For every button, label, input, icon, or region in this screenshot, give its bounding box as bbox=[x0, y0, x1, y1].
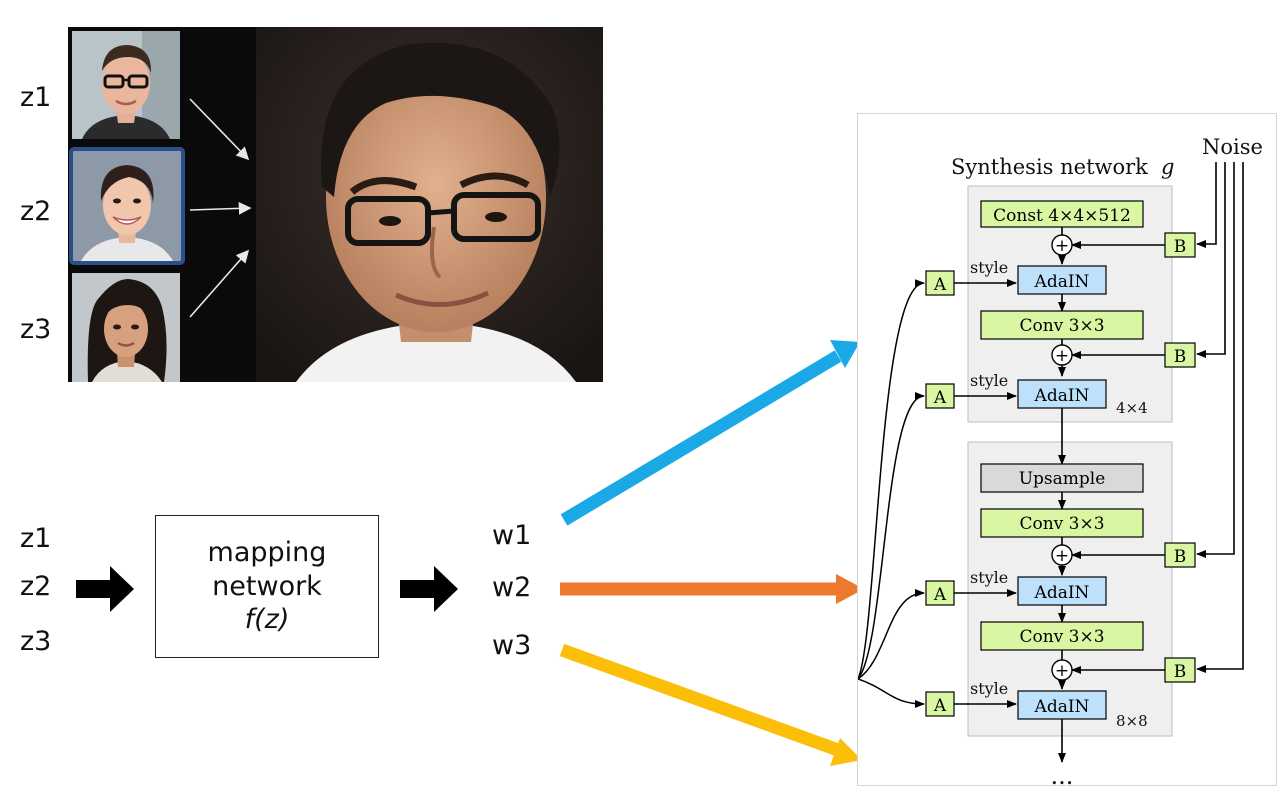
conv-label-2: Conv 3×3 bbox=[1019, 514, 1104, 534]
photo-label-z1: z1 bbox=[20, 82, 52, 113]
adain-label-1: AdaIN bbox=[1034, 272, 1090, 292]
style-fan-lines bbox=[857, 279, 925, 708]
b-label-4: B bbox=[1174, 662, 1187, 682]
photo-label-z2: z2 bbox=[20, 196, 52, 227]
conv-blocks bbox=[980, 310, 1144, 651]
b-label-2: B bbox=[1174, 347, 1187, 367]
input-label-z1: z1 bbox=[20, 523, 52, 554]
resolution-4x4: 4×4 bbox=[1116, 399, 1148, 417]
output-label-w3: w3 bbox=[492, 630, 532, 661]
face-thumbnail-z1 bbox=[72, 31, 180, 139]
adain-label-3: AdaIN bbox=[1034, 583, 1090, 603]
face-thumbnail-z3 bbox=[72, 273, 180, 382]
plus-3: + bbox=[1055, 546, 1069, 566]
synthesis-title-var: g bbox=[1161, 155, 1174, 179]
adain-blocks bbox=[1017, 265, 1107, 720]
plus-4: + bbox=[1055, 661, 1069, 681]
style-label-3: style bbox=[970, 568, 1008, 587]
mapping-box-line2: network bbox=[212, 570, 322, 602]
a-label-1: A bbox=[933, 275, 947, 295]
noise-add-nodes bbox=[1051, 234, 1073, 681]
output-label-w2: w2 bbox=[492, 572, 532, 603]
adain-label-4: AdaIN bbox=[1034, 697, 1090, 717]
upsample-block bbox=[980, 463, 1144, 493]
mixing-arrows bbox=[189, 98, 252, 318]
a-label-4: A bbox=[933, 696, 947, 716]
face-thumbnail-z2 bbox=[69, 147, 185, 265]
style-mixing-photo-panel bbox=[68, 27, 603, 382]
conv-label-1: Conv 3×3 bbox=[1019, 316, 1104, 336]
resolution-8x8: 8×8 bbox=[1116, 712, 1148, 730]
plus-2: + bbox=[1055, 346, 1069, 366]
plus-1: + bbox=[1055, 236, 1069, 256]
style-label-1: style bbox=[970, 258, 1008, 277]
synthesis-title: Synthesis network bbox=[951, 155, 1148, 179]
noise-label: Noise bbox=[1202, 135, 1263, 159]
style-label-4: style bbox=[970, 679, 1008, 698]
mapping-box-line1: mapping bbox=[207, 536, 327, 568]
const-block bbox=[980, 200, 1144, 228]
adain-label-2: AdaIN bbox=[1034, 386, 1090, 406]
upsample-label: Upsample bbox=[1019, 469, 1106, 489]
photo-label-z3: z3 bbox=[20, 314, 52, 345]
conv-label-3: Conv 3×3 bbox=[1019, 627, 1104, 647]
synthesis-network-panel: Synthesis network g Noise B B B B bbox=[857, 113, 1277, 790]
a-label-2: A bbox=[933, 388, 947, 408]
style-label-2: style bbox=[970, 371, 1008, 390]
mixed-face-image bbox=[256, 27, 603, 382]
mapping-box-function: f(z) bbox=[244, 604, 290, 636]
input-block-arrow bbox=[76, 566, 134, 612]
continuation-ellipsis: ... bbox=[1051, 762, 1074, 787]
b-label-1: B bbox=[1174, 237, 1187, 257]
w3-arrow bbox=[559, 643, 862, 766]
a-label-3: A bbox=[933, 585, 947, 605]
output-label-w1: w1 bbox=[492, 520, 532, 551]
b-label-3: B bbox=[1174, 547, 1187, 567]
mapping-network-box: mapping network f(z) bbox=[155, 515, 379, 658]
w2-arrow bbox=[560, 574, 864, 604]
style-a-boxes bbox=[925, 270, 955, 717]
w1-arrow bbox=[560, 340, 860, 526]
output-block-arrow bbox=[400, 566, 458, 612]
input-label-z2: z2 bbox=[20, 571, 52, 602]
const-label: Const 4×4×512 bbox=[993, 206, 1131, 226]
noise-b-boxes: B B B B bbox=[1164, 232, 1196, 683]
input-label-z3: z3 bbox=[20, 626, 52, 657]
